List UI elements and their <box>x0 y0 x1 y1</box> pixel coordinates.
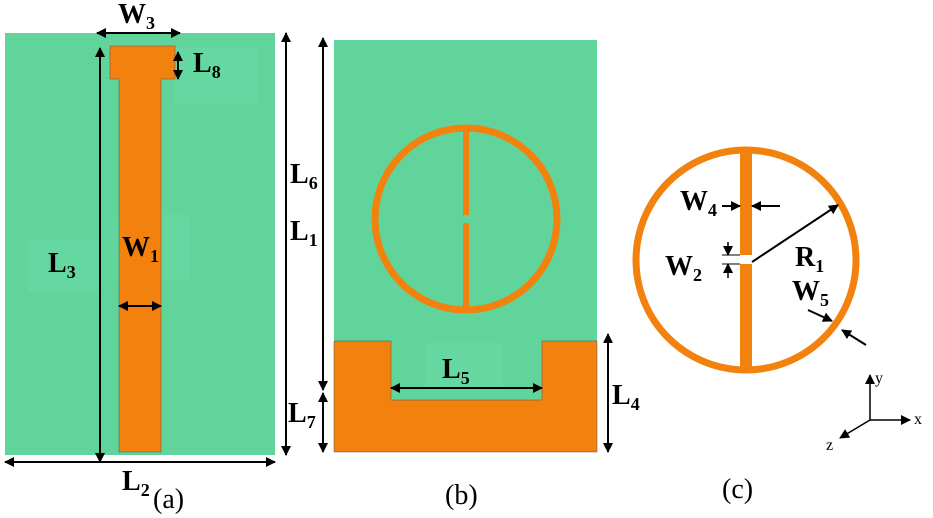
label-l4: L4 <box>612 380 640 414</box>
axis-z-label: z <box>826 437 833 454</box>
patch-lighter-block-1 <box>175 48 257 104</box>
label-l8: L8 <box>193 48 221 82</box>
label-r1: R1 <box>795 242 824 276</box>
l5-label-bg <box>425 343 503 388</box>
panel-c: W4 W2 R1 W5 (c) <box>632 146 867 505</box>
caption-b: (b) <box>445 480 478 511</box>
label-w3: W3 <box>118 0 155 33</box>
coordinate-axes: y x z <box>826 370 922 454</box>
label-l6: L6 <box>290 159 318 193</box>
label-l3: L3 <box>48 248 76 282</box>
ring-detail-bar-bottom <box>740 264 752 367</box>
ground-plane <box>333 340 598 453</box>
label-l2: L2 <box>122 466 150 500</box>
label-w4: W4 <box>680 186 717 220</box>
w5-arrow-outer <box>807 309 833 322</box>
ring-bar-top <box>463 130 469 215</box>
panel-a: W3 L8 L3 W1 L2 (a) <box>4 0 276 515</box>
label-w5: W5 <box>792 276 829 310</box>
ring-detail <box>632 146 860 374</box>
label-l1: L1 <box>290 216 318 250</box>
ring-resonator <box>371 124 561 314</box>
label-l7: L7 <box>288 398 316 432</box>
caption-c: (c) <box>722 474 753 505</box>
r1-radius-arrow <box>751 204 839 263</box>
axis-z-arrow <box>839 419 871 439</box>
label-w2: W2 <box>665 251 702 285</box>
vertical-dimensions: L6 L1 L7 <box>281 32 328 456</box>
label-w1: W1 <box>122 232 159 266</box>
axis-y-label: y <box>875 370 883 387</box>
patch-lighter-block-2 <box>28 240 98 292</box>
ring-bar-bottom <box>463 223 469 308</box>
axis-x-label: x <box>914 411 922 428</box>
ring-detail-bar-top <box>740 152 752 255</box>
w5-arrow-inner <box>841 329 867 346</box>
label-l5: L5 <box>442 354 470 388</box>
caption-a: (a) <box>153 484 184 515</box>
panel-b: L5 L4 (b) <box>333 40 640 511</box>
